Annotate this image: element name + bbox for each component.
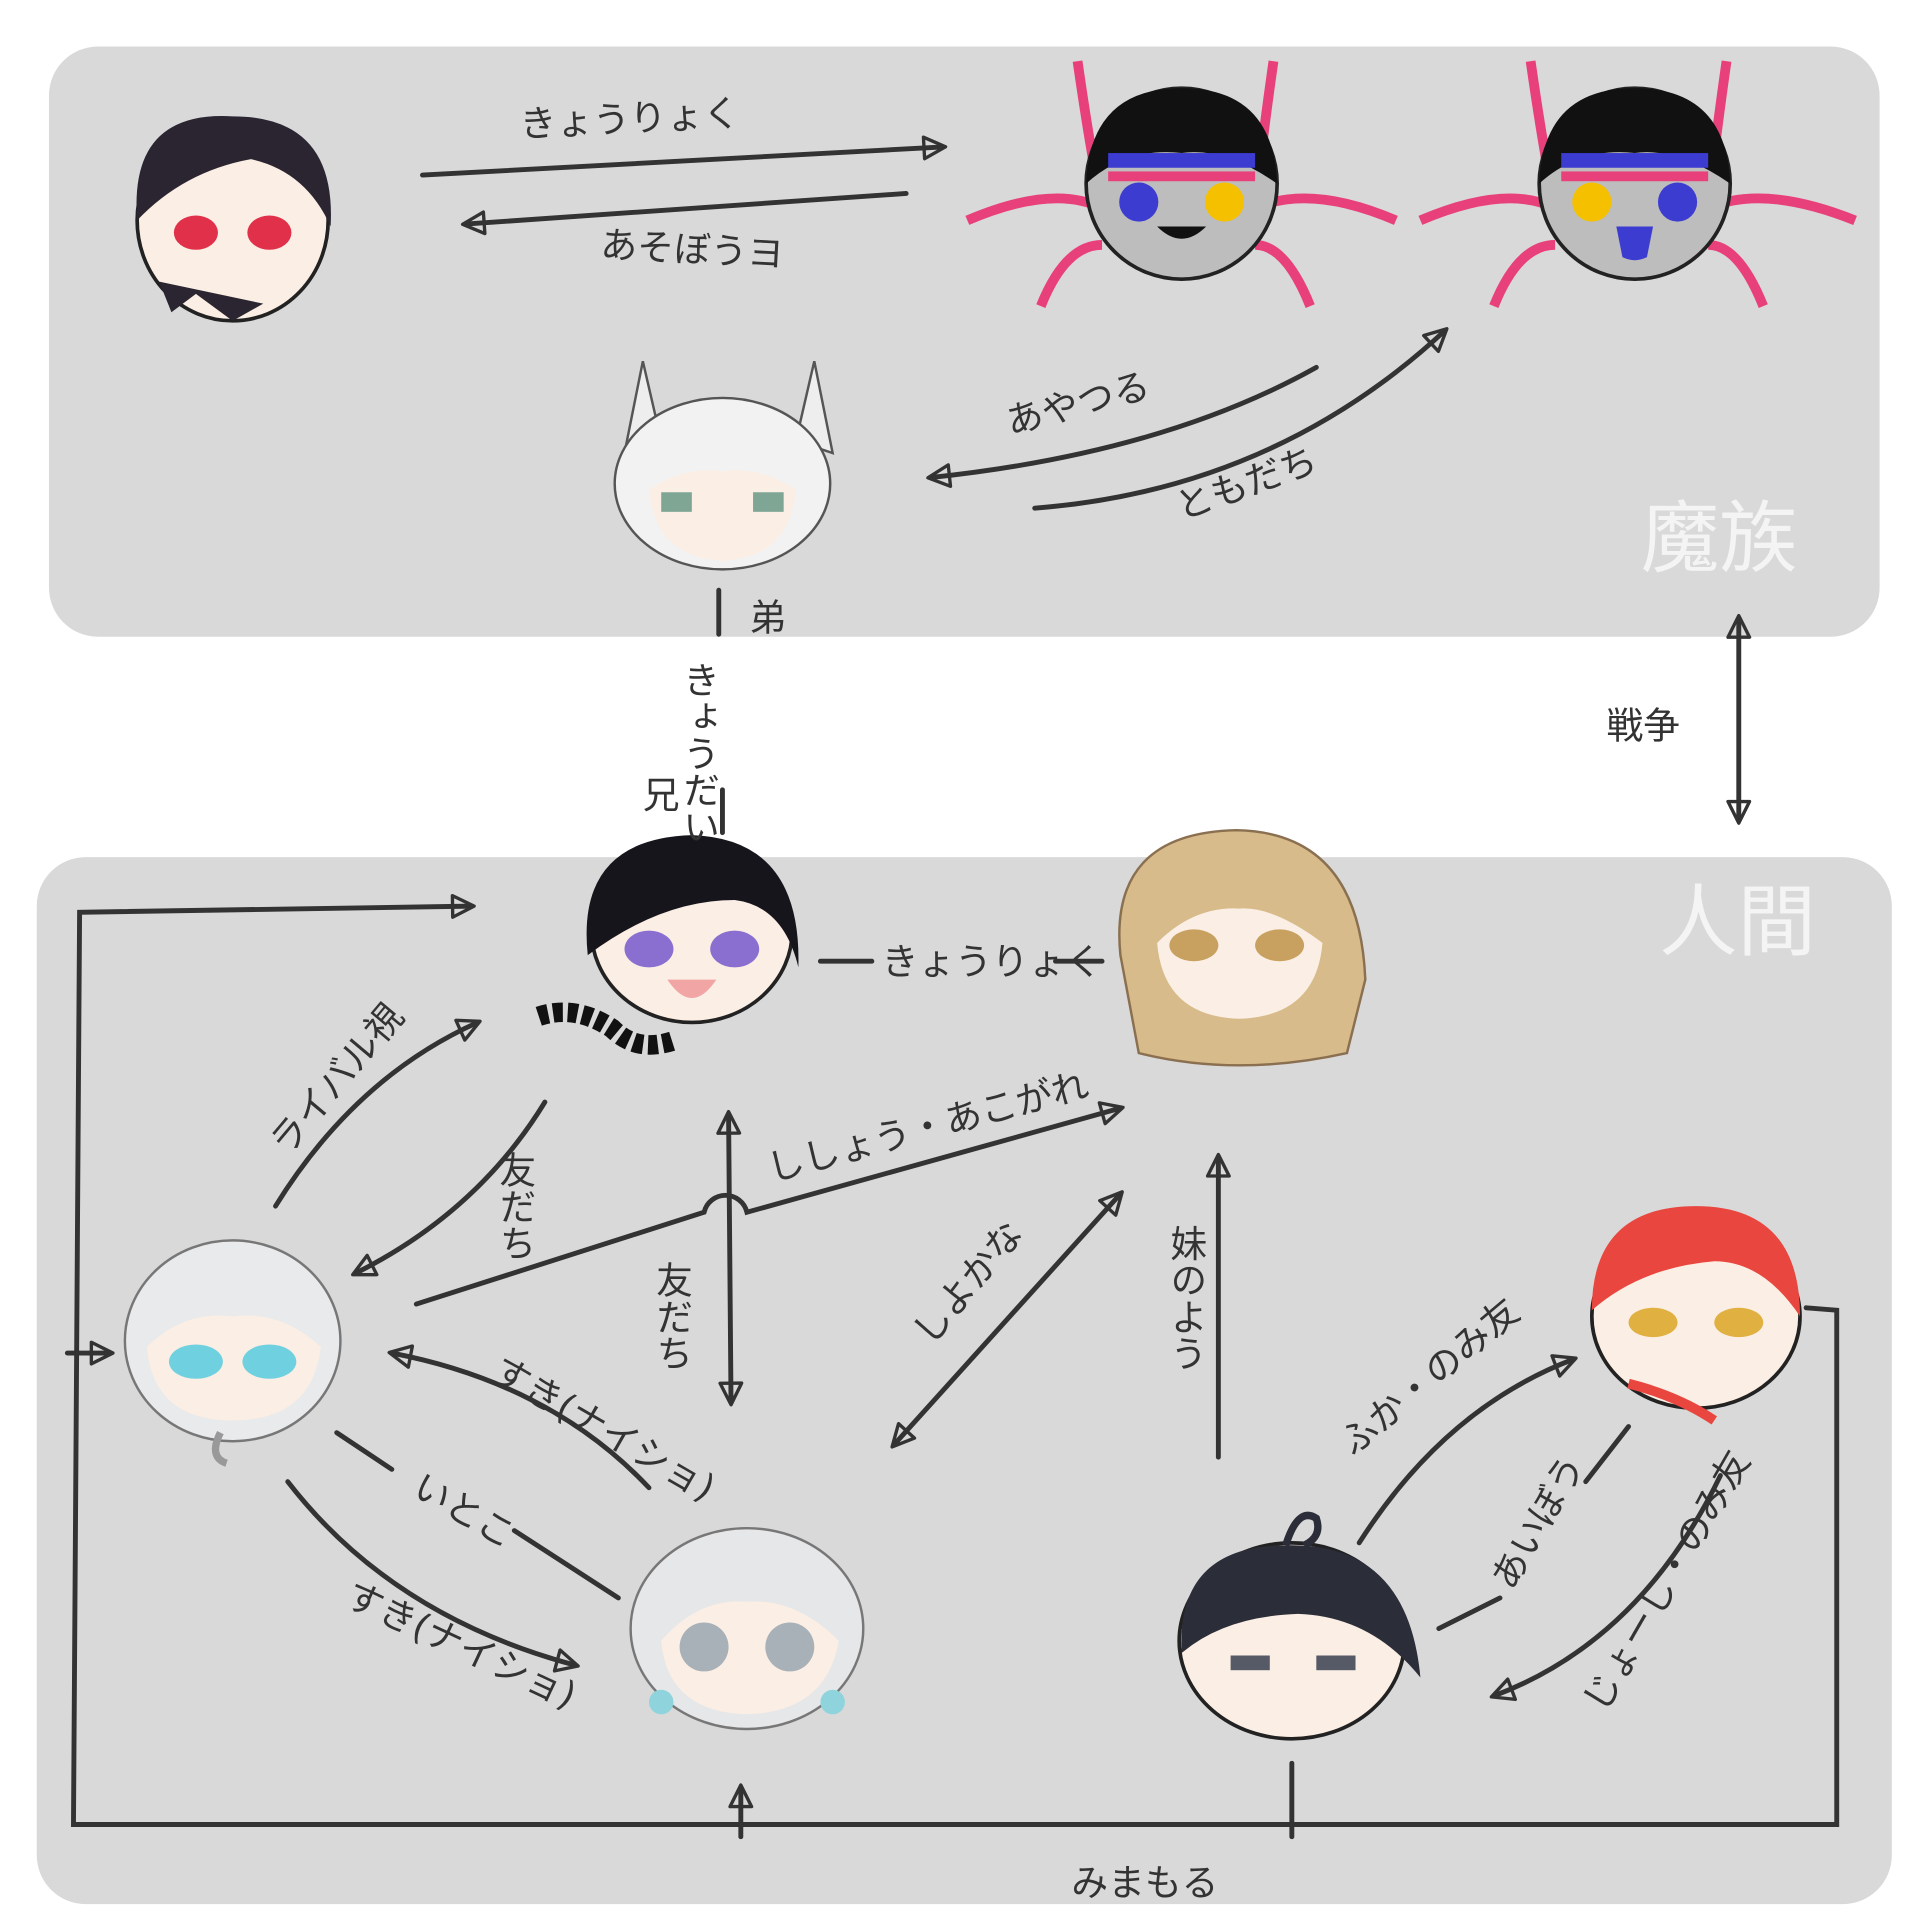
- demon-panel: [48, 46, 1880, 637]
- label-friend-center: 友だち: [650, 1261, 693, 1371]
- label-cooperate-bottom: きょうりょく: [882, 941, 1102, 984]
- character-dark-hair-boy[interactable]: [1177, 1511, 1421, 1741]
- character-spider-twin-right[interactable]: [1418, 60, 1857, 308]
- character-silver-hair-girl[interactable]: [629, 1526, 865, 1731]
- label-friend-left: 友だち: [493, 1151, 536, 1261]
- label-younger-brother: 弟: [749, 597, 786, 640]
- character-blonde[interactable]: [1118, 828, 1367, 1067]
- character-silver-hair-boy[interactable]: [123, 1239, 342, 1467]
- relation-lines: [64, 135, 1840, 1840]
- label-war: 戦争: [1607, 704, 1680, 747]
- character-spider-twin-left[interactable]: [965, 60, 1398, 308]
- group-label-human: 人間: [1659, 877, 1816, 968]
- character-white-dragon[interactable]: [613, 360, 835, 571]
- character-red-hair[interactable]: [1590, 1206, 1802, 1425]
- group-label-demon: 魔族: [1641, 494, 1798, 585]
- label-older-brother: 兄: [643, 774, 680, 817]
- label-like-sister: 妹のよう: [1164, 1224, 1207, 1371]
- label-play: あそぼうヨ: [600, 223, 786, 276]
- label-watch-over: みまもる: [1071, 1862, 1218, 1905]
- label-siblings: きょうだい: [676, 661, 719, 845]
- character-dark-hair-purple-eyes[interactable]: [535, 835, 799, 1055]
- character-red-eyed[interactable]: [135, 116, 331, 323]
